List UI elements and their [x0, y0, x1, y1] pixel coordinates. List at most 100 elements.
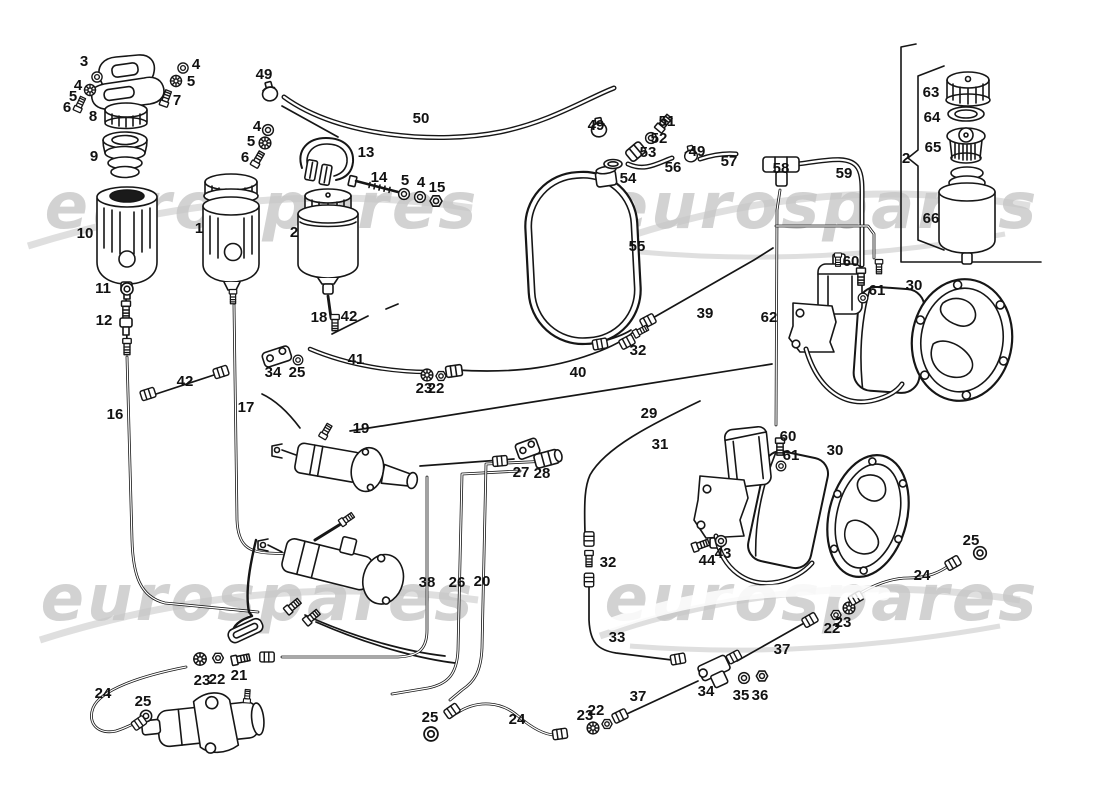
watermark-white-swoosh [605, 583, 891, 631]
part-label-4: 4 [192, 56, 201, 73]
part-label-63: 63 [923, 84, 940, 101]
part-label-30: 30 [827, 442, 844, 459]
part-label-51: 51 [659, 113, 676, 130]
part-label-54: 54 [620, 170, 637, 187]
clutch-feed-pipe [261, 393, 301, 429]
part-label-61: 61 [869, 282, 886, 299]
part-label-21: 21 [231, 667, 248, 684]
part-label-23: 23 [194, 672, 211, 689]
part-label-12: 12 [96, 312, 113, 329]
part-label-4: 4 [74, 77, 83, 94]
part-label-60: 60 [843, 253, 860, 270]
part-label-23: 23 [577, 707, 594, 724]
part-label-23: 23 [416, 380, 433, 397]
part-label-30: 30 [906, 277, 923, 294]
booster-flange-plate-30 [826, 454, 910, 578]
booster-solenoid [723, 425, 772, 489]
band-clamp-13 [299, 137, 355, 187]
part-label-6: 6 [63, 99, 71, 116]
part-label-9: 9 [90, 148, 98, 165]
part-label-4: 4 [417, 174, 426, 191]
pipe-bracket-34 [261, 345, 293, 368]
part-label-26: 26 [449, 574, 466, 591]
part-label-32: 32 [630, 342, 647, 359]
part-label-5: 5 [69, 88, 77, 105]
part-label-27: 27 [513, 464, 530, 481]
hose-41 [307, 346, 431, 375]
part-label-65: 65 [925, 139, 942, 156]
part-label-25: 25 [289, 364, 306, 381]
part-label-13: 13 [358, 144, 375, 161]
part-label-24: 24 [95, 685, 112, 702]
part-label-49: 49 [689, 143, 706, 160]
part-label-14: 14 [371, 169, 388, 186]
part-label-10: 10 [77, 225, 94, 242]
reservoir-body-66 [938, 166, 996, 265]
booster-valve-body [788, 302, 837, 353]
tee-fitting-58 [762, 156, 800, 187]
part-label-25: 25 [135, 693, 152, 710]
part-label-19: 19 [353, 420, 370, 437]
part-label-22: 22 [209, 671, 226, 688]
pipe-29 [349, 363, 773, 432]
part-label-59: 59 [836, 165, 853, 182]
watermark-swoosh [38, 587, 479, 644]
part-label-41: 41 [348, 351, 365, 368]
pipe-37-left [615, 680, 699, 720]
pipe-31 [583, 400, 701, 534]
part-label-32: 32 [600, 554, 617, 571]
vacuum-hose-50 [281, 85, 617, 140]
part-label-11: 11 [95, 280, 111, 297]
part-label-20: 20 [474, 573, 491, 590]
detail-box [900, 43, 1042, 265]
fluid-reservoir-1 [202, 173, 260, 305]
brake-pedal [227, 538, 264, 644]
part-label-49: 49 [256, 66, 273, 83]
part-label-38: 38 [419, 574, 436, 591]
booster-valve-body [693, 475, 749, 549]
pipe-37-right [736, 621, 807, 662]
part-label-3: 3 [80, 53, 88, 70]
part-label-60: 60 [780, 428, 797, 445]
vacuum-tank-55 [524, 170, 642, 346]
part-label-24: 24 [914, 567, 931, 584]
part-label-17: 17 [238, 399, 255, 416]
part-label-5: 5 [401, 172, 409, 189]
part-label-5: 5 [247, 133, 255, 150]
part-label-56: 56 [665, 159, 682, 176]
elbow-fitting-53 [625, 141, 647, 162]
part-label-61: 61 [783, 447, 800, 464]
clamp-screw-14 [347, 174, 400, 194]
gasket-64 [947, 106, 985, 122]
rubber-boot-9 [102, 131, 148, 179]
part-label-33: 33 [609, 629, 626, 646]
clutch-master-cylinder-19 [271, 442, 419, 493]
part-label-24: 24 [509, 711, 526, 728]
pipe-39 [650, 247, 774, 320]
part-label-49: 49 [588, 117, 605, 134]
part-label-4: 4 [253, 118, 262, 135]
union-28 [533, 448, 563, 469]
part-label-22: 22 [824, 620, 841, 637]
pipe-33 [588, 585, 673, 661]
part-label-42: 42 [177, 373, 194, 390]
part-label-55: 55 [629, 238, 646, 255]
part-label-2: 2 [290, 224, 298, 241]
part-label-53: 53 [640, 144, 657, 161]
part-label-44: 44 [699, 552, 716, 569]
part-label-62: 62 [761, 309, 778, 326]
filter-65 [946, 127, 986, 164]
watermark-swoosh [629, 623, 1001, 653]
clutch-slave-cylinder [140, 688, 265, 754]
part-label-25: 25 [963, 532, 980, 549]
part-label-37: 37 [630, 688, 647, 705]
part-label-22: 22 [428, 380, 445, 397]
part-label-42: 42 [341, 308, 358, 325]
part-label-22: 22 [588, 702, 605, 719]
fluid-reservoir-2 [297, 188, 359, 295]
part-label-25: 25 [422, 709, 439, 726]
switch-12 [119, 300, 133, 336]
